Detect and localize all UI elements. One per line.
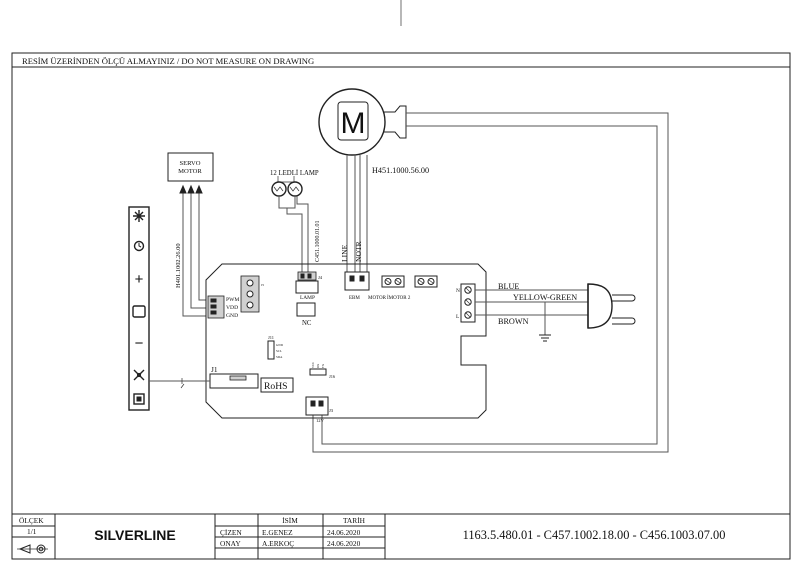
led-lamp-1 (271, 181, 287, 197)
motor-symbol: M (341, 107, 366, 140)
approved-name: A.ERKOÇ (262, 539, 294, 548)
projection-symbol-icon (17, 544, 48, 554)
plug-pin-bottom (612, 317, 636, 325)
j1-label: J1 (211, 365, 218, 374)
servo-cable-code: H401.1002.26.00 (175, 243, 182, 288)
motor2-label: İMOTOR 2 (387, 295, 411, 301)
yellow-green-label: YELLOW-GREEN (513, 293, 577, 302)
ebm-label: EBM (349, 296, 360, 301)
servo-motor-box (167, 152, 214, 182)
motor-wire-inner (321, 125, 658, 445)
led-lamp-2 (287, 181, 303, 197)
motor-part-code: H451.1000.56.00 (372, 166, 429, 175)
svg-text:SDA: SDA (276, 355, 283, 359)
snowflake-icon (133, 210, 145, 222)
rohs-mark-box (260, 377, 294, 393)
drawn-name: E.GENEZ (262, 528, 293, 537)
nc-connector (296, 302, 316, 317)
j3-connector (305, 396, 329, 416)
boost-icon (132, 305, 146, 318)
drawing-number: 1163.5.480.01 - C457.1002.18.00 - C456.1… (463, 528, 726, 542)
notr-label: NOTR (354, 240, 363, 262)
j11-label: J11 (268, 335, 274, 340)
scale-label: ÖLÇEK (19, 516, 44, 525)
servo-wire-3 (198, 193, 206, 301)
ebm-connector (344, 271, 370, 291)
svg-text:SCL: SCL (276, 349, 282, 353)
keypad-panel (128, 206, 150, 411)
plus-icon: + (135, 271, 144, 288)
gnd-label: GND (226, 313, 238, 319)
name-header: İSİM (282, 516, 298, 525)
svg-text:RX: RX (316, 363, 320, 368)
svg-text:TX: TX (321, 363, 325, 368)
servo-wire-1 (182, 193, 206, 317)
lamp-bracket (277, 176, 295, 183)
svg-text:GND: GND (276, 343, 284, 347)
vdd-label: VDD (226, 305, 238, 311)
lamp-wire-b (296, 196, 309, 272)
ground-icon (539, 334, 551, 342)
drawn-date: 24.06.2020 (327, 528, 361, 537)
fan-icon (133, 369, 145, 381)
lamp-connector-label: LAMP (300, 295, 315, 301)
terminal-l-label: L (456, 314, 459, 320)
j16-label: J16 (329, 374, 336, 379)
servo-label-1: SERVO (179, 160, 200, 167)
light-icon (133, 393, 145, 405)
plug-pin-top (612, 294, 636, 302)
lamp-connector (297, 271, 317, 281)
brand-logo: SILVERLINE (94, 527, 175, 543)
v12-label: 12V (316, 418, 325, 423)
control-board (205, 263, 487, 419)
j4-label: J4 (318, 275, 323, 280)
fan-motor: M (318, 88, 407, 156)
rohs-mark: RoHS (264, 381, 287, 392)
brown-wire-label: BROWN (498, 317, 529, 326)
drawing-warning: RESİM ÜZERİNDEN ÖLÇÜ ALMAYINIZ / DO NOT … (22, 56, 314, 66)
lamp-wire-join (278, 196, 296, 209)
motor-terminal (381, 275, 405, 288)
motor2-terminal (414, 275, 438, 288)
lamp-socket (295, 280, 319, 294)
servo-label-2: MOTOR (178, 168, 202, 175)
pwm-label: PWM (226, 297, 239, 303)
timer-icon (133, 240, 145, 252)
blue-wire-label: BLUE (498, 282, 519, 291)
mains-plug-body (587, 283, 613, 329)
nc-label: NC (302, 320, 312, 327)
lamp-cable-code: C451.1000.01.01 (315, 220, 321, 262)
svg-text:J5: J5 (261, 283, 264, 287)
scale-value: 1/1 (27, 527, 37, 536)
motor-wire-outer (312, 112, 669, 453)
servo-wire-2 (190, 193, 206, 309)
line-label: LINE (340, 244, 349, 262)
lamp-label: 12 LEDLİ LAMP (270, 170, 319, 177)
j16-header (309, 368, 327, 376)
title-block (12, 513, 790, 559)
motor-label: MOTOR (368, 296, 387, 301)
minus-icon: − (135, 335, 144, 352)
approved-date: 24.06.2020 (327, 539, 361, 548)
j3-label: J3 (329, 408, 334, 413)
approved-label: ONAY (220, 539, 241, 548)
drawn-label: ÇİZEN (220, 528, 242, 537)
drawing-frame (11, 52, 791, 560)
svg-text:VCC: VCC (311, 362, 315, 368)
date-header: TARİH (343, 516, 366, 525)
lamp-wire-a (286, 208, 303, 272)
j11-header (267, 340, 275, 360)
terminal-n-label: N (456, 288, 460, 294)
